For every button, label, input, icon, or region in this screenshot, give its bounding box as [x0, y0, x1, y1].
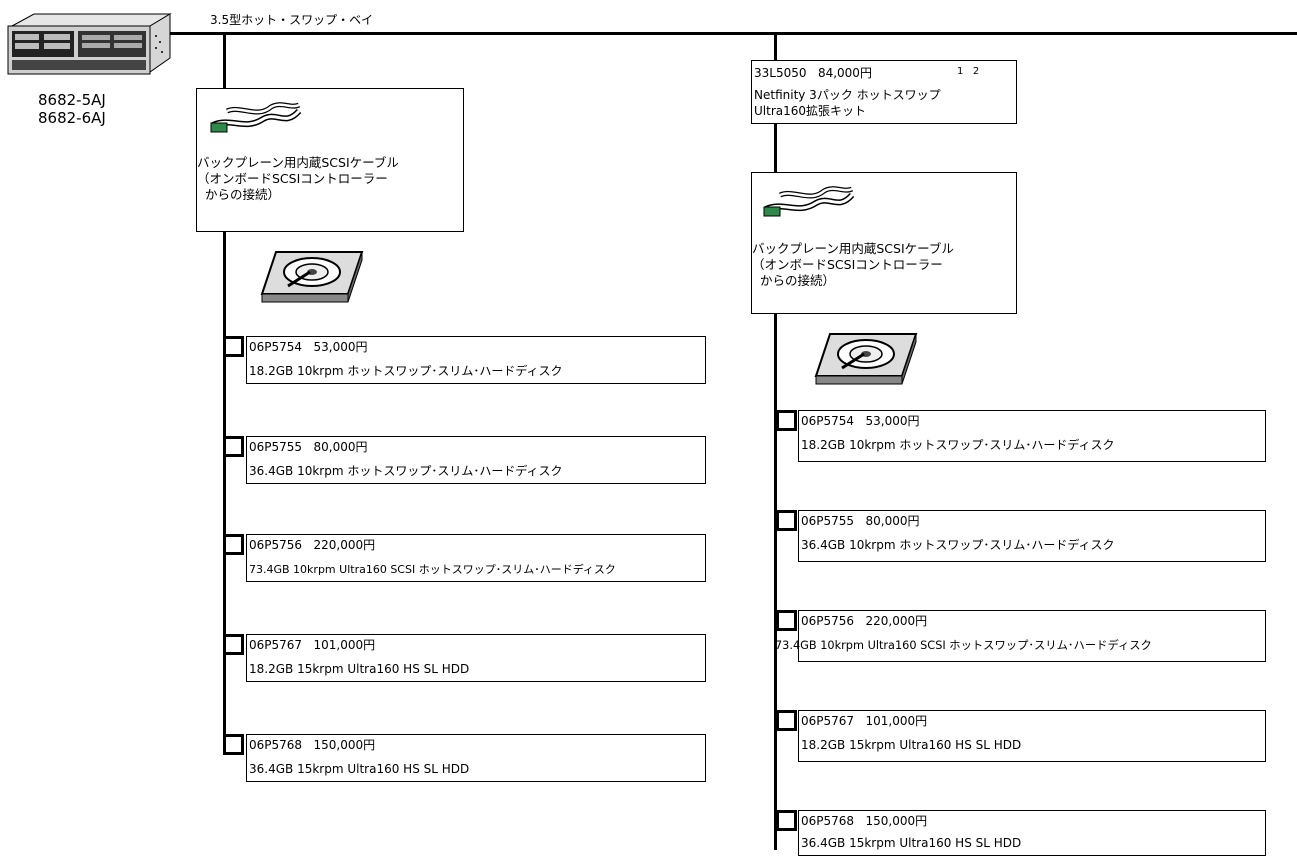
- left-trunk-line: [223, 32, 226, 750]
- price: 220,000円: [865, 614, 928, 628]
- scsi-cable-icon: [210, 101, 302, 139]
- price: 101,000円: [865, 714, 928, 728]
- list-item[interactable]: 06P5754 53,000円 18.2GB 10krpm ホットスワップ･スリ…: [798, 410, 1266, 462]
- cable-desc-line-2: （オンボードSCSIコントローラー: [197, 171, 388, 186]
- list-item[interactable]: 06P5768 150,000円 36.4GB 15krpm Ultra160 …: [246, 734, 706, 782]
- part-number: 06P5768: [801, 814, 855, 828]
- disk-description: 36.4GB 10krpm ホットスワップ･スリム･ハードディスク: [249, 464, 563, 478]
- part-number: 06P5755: [249, 440, 303, 454]
- list-item[interactable]: 06P5756 220,000円 73.4GB 10krpm Ultra160 …: [775, 610, 1266, 662]
- connector-square: [776, 810, 797, 831]
- list-item[interactable]: 06P5754 53,000円 18.2GB 10krpm ホットスワップ･スリ…: [246, 336, 706, 384]
- price: 220,000円: [313, 538, 376, 552]
- cable-desc-line-3: からの接続）: [752, 273, 835, 288]
- list-item[interactable]: 06P5768 150,000円 36.4GB 15krpm Ultra160 …: [798, 810, 1266, 856]
- price: 80,000円: [313, 440, 368, 454]
- list-item[interactable]: 06P5755 80,000円 36.4GB 10krpm ホットスワップ･スリ…: [246, 436, 706, 484]
- scsi-cable-icon: [763, 185, 855, 223]
- kit-name-line-1: Netfinity 3パック ホットスワップ: [754, 88, 941, 102]
- server-model-2: 8682-6AJ: [38, 109, 106, 127]
- part-number: 06P5756: [801, 614, 855, 628]
- bay-bus-line: [170, 32, 1297, 35]
- cable-desc-line-1: バックプレーン用内蔵SCSIケーブル: [752, 241, 954, 256]
- left-cable-box: バックプレーン用内蔵SCSIケーブル （オンボードSCSIコントローラー からの…: [196, 88, 464, 232]
- connector-square: [223, 734, 244, 755]
- part-number: 33L5050: [754, 66, 807, 80]
- list-item[interactable]: 06P5755 80,000円 36.4GB 10krpm ホットスワップ･スリ…: [798, 510, 1266, 562]
- cable-desc-line-1: バックプレーン用内蔵SCSIケーブル: [197, 155, 399, 170]
- right-cable-box: バックプレーン用内蔵SCSIケーブル （オンボードSCSIコントローラー からの…: [751, 172, 1017, 314]
- connector-square: [223, 534, 244, 555]
- server-model-1: 8682-5AJ: [38, 91, 106, 109]
- price: 150,000円: [865, 814, 928, 828]
- part-number: 06P5755: [801, 514, 855, 528]
- disk-description: 36.4GB 15krpm Ultra160 HS SL HDD: [249, 762, 470, 776]
- disk-description: 18.2GB 15krpm Ultra160 HS SL HDD: [801, 738, 1022, 752]
- kit-name-line-2: Ultra160拡張キット: [754, 104, 867, 118]
- part-number: 06P5756: [249, 538, 303, 552]
- disk-description: 36.4GB 10krpm ホットスワップ･スリム･ハードディスク: [801, 538, 1115, 552]
- bay-label: 3.5型ホット・スワップ・ベイ: [210, 13, 374, 27]
- cable-desc-line-3: からの接続）: [197, 187, 280, 202]
- connector-square: [223, 436, 244, 457]
- disk-description: 18.2GB 10krpm ホットスワップ･スリム･ハードディスク: [249, 364, 563, 378]
- connector-square: [776, 610, 797, 631]
- connector-square: [223, 634, 244, 655]
- disk-description: 18.2GB 15krpm Ultra160 HS SL HDD: [249, 662, 470, 676]
- part-number: 06P5754: [801, 414, 855, 428]
- list-item[interactable]: 06P5767 101,000円 18.2GB 15krpm Ultra160 …: [798, 710, 1266, 762]
- server-icon: [4, 12, 172, 82]
- list-item[interactable]: 06P5756 220,000円 73.4GB 10krpm Ultra160 …: [246, 534, 706, 582]
- hard-disk-icon: [808, 328, 920, 390]
- right-trunk-line: [774, 32, 777, 850]
- connector-square: [776, 710, 797, 731]
- price: 150,000円: [313, 738, 376, 752]
- disk-description: 36.4GB 15krpm Ultra160 HS SL HDD: [801, 836, 1022, 850]
- disk-description: 18.2GB 10krpm ホットスワップ･スリム･ハードディスク: [801, 438, 1115, 452]
- price: 101,000円: [313, 638, 376, 652]
- connector-square: [223, 336, 244, 357]
- kit-footnotes: 1 2: [957, 66, 980, 77]
- price: 53,000円: [865, 414, 920, 428]
- part-number: 06P5767: [801, 714, 855, 728]
- disk-description: 73.4GB 10krpm Ultra160 SCSI ホットスワップ･スリム･…: [775, 639, 1152, 652]
- price: 53,000円: [313, 340, 368, 354]
- expansion-kit-box[interactable]: 33L5050 84,000円 1 2 Netfinity 3パック ホットスワ…: [751, 60, 1017, 124]
- hard-disk-icon: [254, 246, 366, 308]
- part-number: 06P5754: [249, 340, 303, 354]
- part-number: 06P5767: [249, 638, 303, 652]
- connector-square: [776, 510, 797, 531]
- price: 80,000円: [865, 514, 920, 528]
- part-number: 06P5768: [249, 738, 303, 752]
- price: 84,000円: [817, 66, 872, 80]
- disk-description: 73.4GB 10krpm Ultra160 SCSI ホットスワップ･スリム･…: [249, 563, 616, 576]
- connector-square: [776, 410, 797, 431]
- cable-desc-line-2: （オンボードSCSIコントローラー: [752, 257, 943, 272]
- list-item[interactable]: 06P5767 101,000円 18.2GB 15krpm Ultra160 …: [246, 634, 706, 682]
